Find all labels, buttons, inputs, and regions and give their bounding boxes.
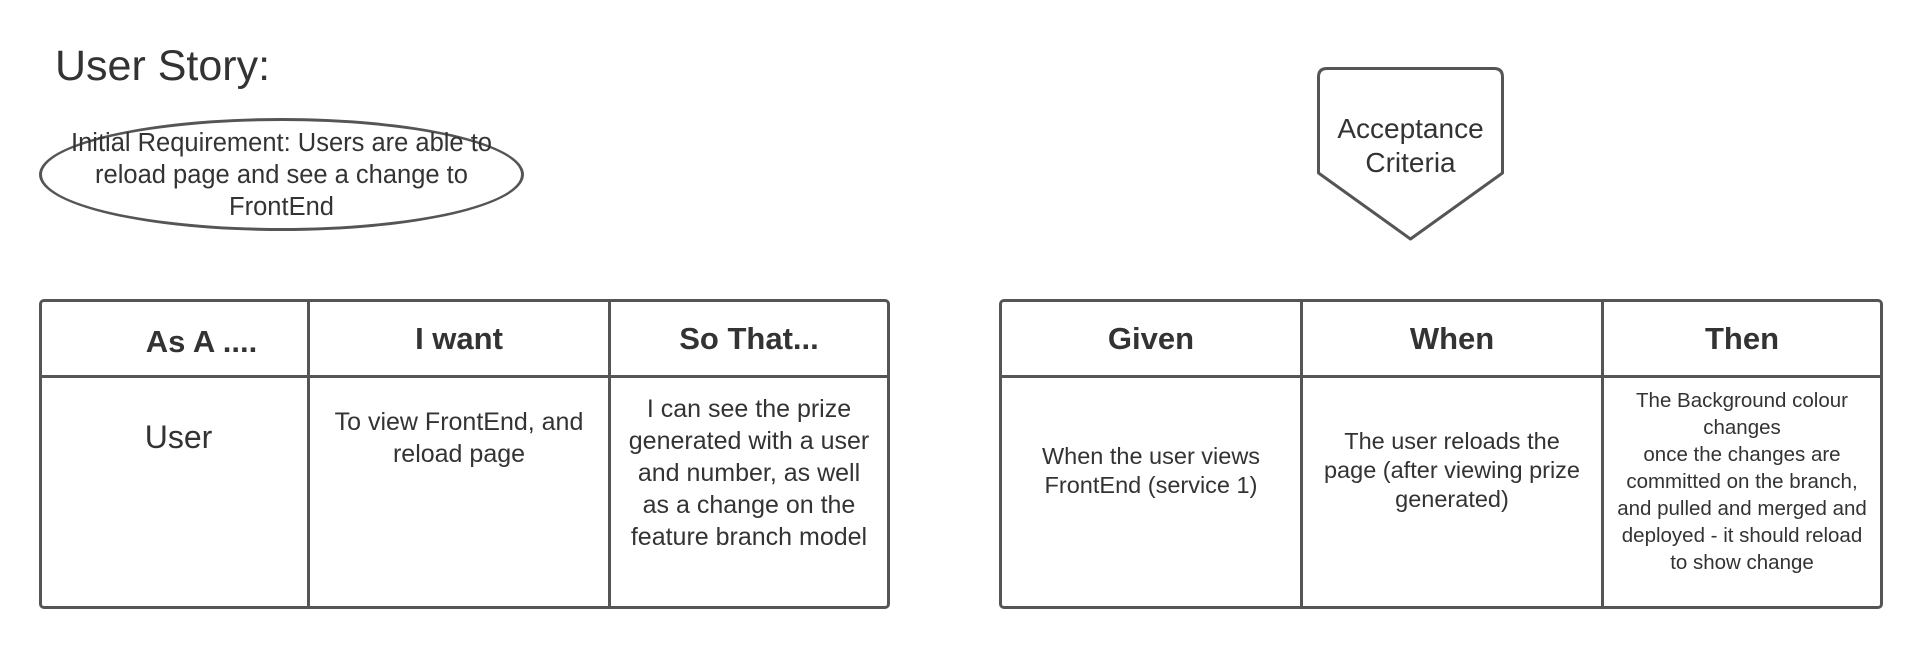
header-when: When (1303, 302, 1604, 378)
header-as-a: As A .... (42, 302, 310, 378)
requirement-text: Initial Requirement: Users are able to r… (71, 128, 492, 221)
header-given: Given (1002, 302, 1303, 378)
header-then: Then (1604, 302, 1880, 378)
requirement-ellipse: Initial Requirement: Users are able to r… (39, 118, 524, 231)
cell-i-want: To view FrontEnd, and reload page (310, 378, 611, 606)
cell-as-a: User (42, 378, 310, 606)
acceptance-label-line: Criteria (1365, 147, 1456, 178)
header-i-want: I want (310, 302, 611, 378)
acceptance-criteria-table: Given When Then When the user views Fron… (999, 299, 1883, 609)
cell-then: The Background colour changes once the c… (1617, 389, 1867, 574)
acceptance-label-line: Acceptance (1337, 113, 1484, 144)
cell-given: When the user views FrontEnd (service 1) (1002, 378, 1303, 606)
header-so-that: So That... (611, 302, 887, 378)
acceptance-criteria-shape (1317, 67, 1504, 241)
acceptance-criteria-label: Acceptance Criteria (1317, 112, 1504, 180)
user-story-table: As A .... I want So That... User To view… (39, 299, 890, 609)
cell-when: The user reloads the page (after viewing… (1303, 378, 1604, 606)
page-title: User Story: (55, 42, 271, 90)
cell-so-that: I can see the prize generated with a use… (628, 395, 870, 551)
